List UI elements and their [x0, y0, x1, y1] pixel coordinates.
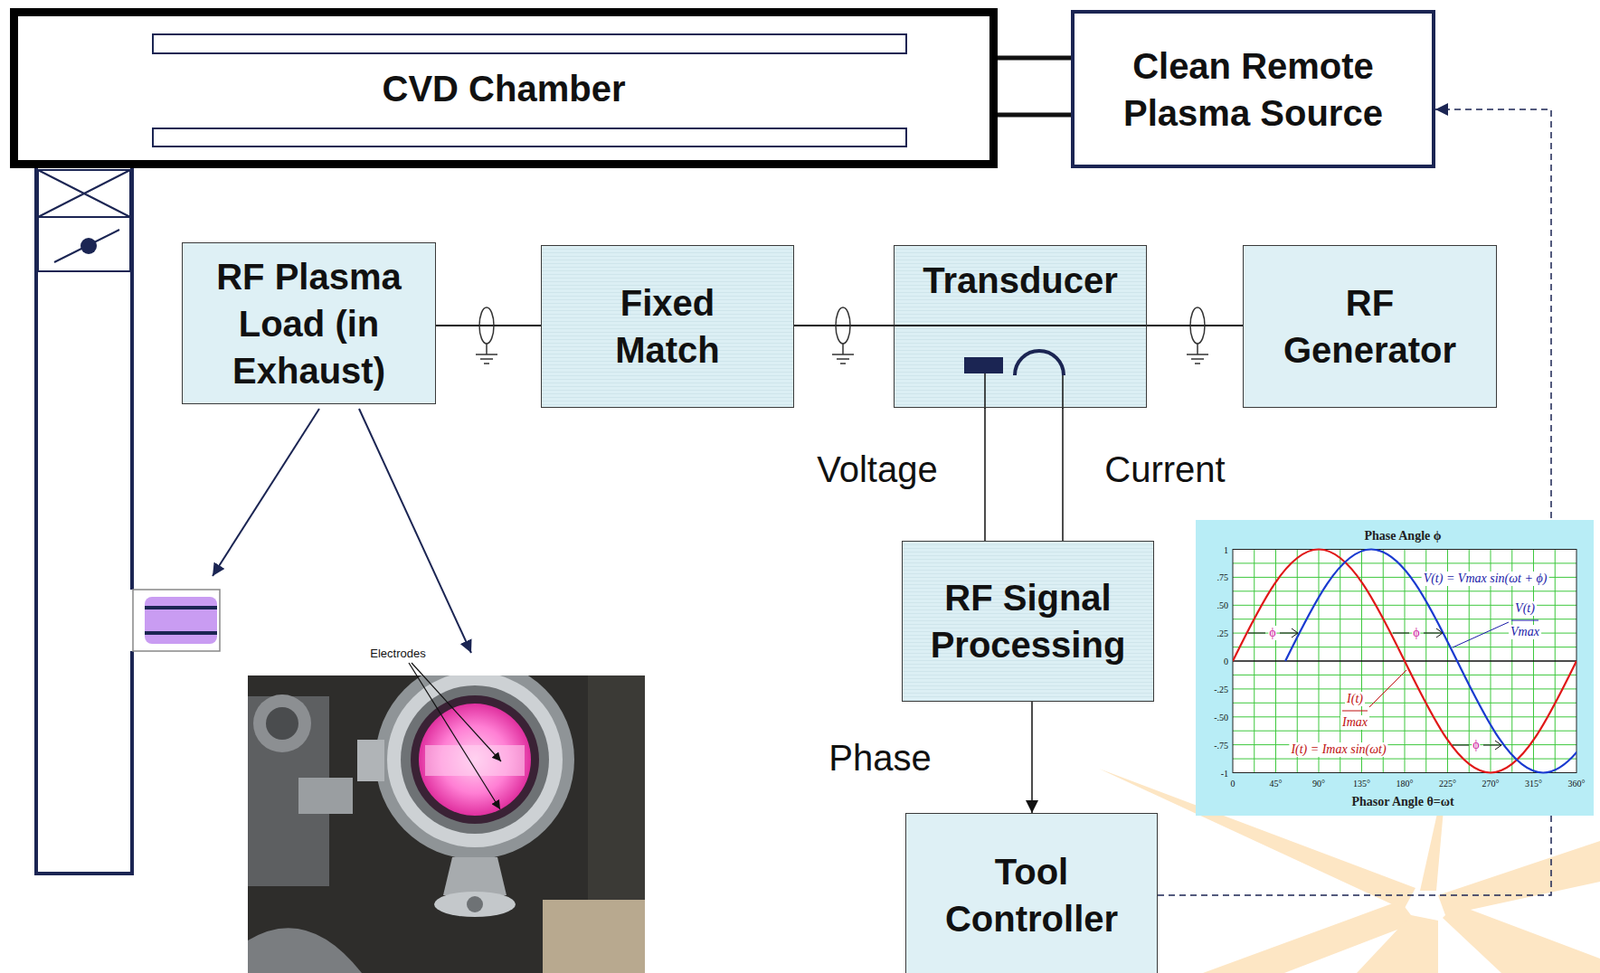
axis-tick: 315° — [1524, 778, 1543, 789]
formula-label: Vmax — [1508, 624, 1542, 640]
connector — [1061, 407, 1064, 541]
connector — [997, 113, 1071, 118]
axis-tick: -.25 — [1213, 683, 1229, 694]
axis-tick: 90° — [1312, 778, 1326, 789]
exhaust-pipe — [36, 168, 133, 874]
signal-label: Voltage — [814, 449, 940, 491]
node-text: Clean Remote Plasma Source — [1090, 42, 1417, 137]
axis-tick: 360° — [1568, 778, 1586, 789]
chamber-electrodes — [152, 34, 907, 147]
axis-tick: 1 — [1223, 544, 1229, 555]
axis-tick: -1 — [1221, 767, 1229, 778]
connector — [997, 56, 1071, 61]
axis-tick: 45° — [1269, 778, 1283, 789]
connector — [794, 324, 894, 327]
match-box: Fixed Match — [540, 245, 795, 408]
axis-tick: 0 — [1223, 656, 1229, 667]
chart-title: Phase Angle ϕ — [1364, 529, 1442, 544]
formula-label: V(t) — [1513, 601, 1537, 616]
callout-label: Electrodes — [369, 646, 426, 661]
generator-box: RF Generator — [1242, 245, 1497, 408]
phase-marker: ϕ — [1268, 625, 1277, 641]
phase-marker: ϕ — [1471, 738, 1480, 753]
transducer-body — [893, 245, 1147, 409]
formula-label: I(t) = Imax sin(ωt) — [1288, 742, 1388, 758]
formula-label: V(t) = Vmax sin(ωt + ϕ) — [1421, 571, 1550, 587]
connector — [435, 324, 541, 327]
connector — [984, 407, 986, 541]
axis-tick: -.50 — [1213, 711, 1229, 722]
exhaust-plasma-port — [132, 589, 220, 652]
phase-marker: ϕ — [1411, 625, 1421, 641]
axis-tick: 225° — [1439, 778, 1457, 789]
axis-tick: 135° — [1353, 778, 1371, 789]
electrode-leaders — [408, 662, 502, 810]
plasma-load-box: RF Plasma Load (in Exhaust) — [181, 242, 436, 405]
connector — [1031, 701, 1033, 814]
formula-label: Imax — [1340, 715, 1370, 730]
plasma-source-box: Clean Remote Plasma Source — [1070, 9, 1436, 169]
node-text: RF Signal Processing — [915, 574, 1142, 669]
formula-label: I(t) — [1344, 691, 1365, 707]
axis-tick: -.75 — [1213, 739, 1229, 750]
axis-tick: .25 — [1217, 628, 1230, 639]
signal-processing-box: RF Signal Processing — [901, 540, 1155, 702]
phase-chart — [1195, 520, 1600, 816]
controller-box: Tool Controller — [905, 813, 1158, 973]
node-text: Transducer — [922, 256, 1118, 304]
signal-label: Phase — [825, 738, 934, 779]
node-text: Fixed Match — [577, 279, 758, 374]
leader-arrows — [212, 408, 472, 654]
node-text: RF Plasma Load (in Exhaust) — [196, 253, 423, 395]
transducer-box: Transducer — [893, 245, 1147, 408]
axis-tick: 270° — [1482, 778, 1500, 789]
axis-tick: 0 — [1230, 778, 1236, 789]
axis-tick: .50 — [1217, 600, 1230, 611]
axis-tick: .75 — [1217, 572, 1230, 583]
chamber-box: CVD Chamber — [9, 8, 998, 169]
node-text: Tool Controller — [918, 848, 1146, 943]
connector — [1146, 324, 1243, 327]
axis-title: Phasor Angle θ=ωt — [1351, 795, 1454, 810]
node-text: CVD Chamber — [382, 65, 626, 113]
plasma-photo — [247, 675, 645, 973]
axis-tick: 180° — [1396, 778, 1414, 789]
node-text: RF Generator — [1275, 279, 1466, 374]
signal-label: Current — [1101, 449, 1228, 491]
